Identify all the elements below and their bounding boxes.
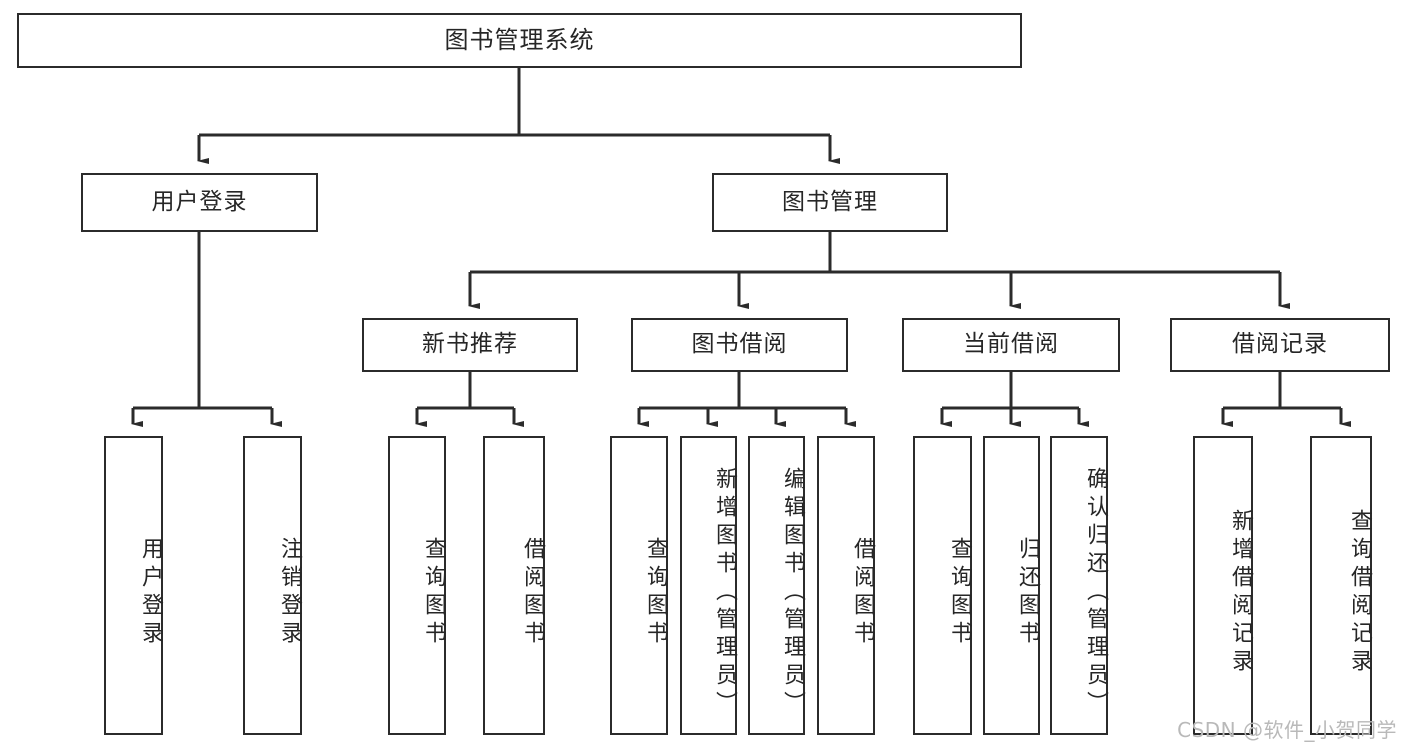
watermark: CSDN @软件_小贺同学 [1177,718,1397,742]
leaf-label: 注销登录 [277,536,302,649]
leaf-label: 借阅图书 [520,536,545,649]
leaf-add-book-admin[interactable]: 新增图书（管理员） [680,436,737,735]
leaf-label: 查询图书 [947,536,972,649]
leaf-logout[interactable]: 注销登录 [243,436,302,735]
leaf-confirm-return-admin[interactable]: 确认归还（管理员） [1050,436,1108,735]
leaf-label: 查询图书 [421,536,446,649]
leaf-label: 新增图书（管理员） [712,466,737,719]
node-book-borrow[interactable]: 图书借阅 [631,318,848,372]
leaf-edit-book-admin[interactable]: 编辑图书（管理员） [748,436,805,735]
node-root[interactable]: 图书管理系统 [17,13,1022,68]
leaf-borrow-books-rec[interactable]: 借阅图书 [483,436,545,735]
node-label: 用户登录 [151,188,248,215]
leaf-query-books-rec[interactable]: 查询图书 [388,436,446,735]
node-user-login[interactable]: 用户登录 [81,173,318,232]
leaf-label: 确认归还（管理员） [1083,466,1108,719]
leaf-add-borrow-record[interactable]: 新增借阅记录 [1193,436,1253,735]
leaf-label: 编辑图书（管理员） [780,466,805,719]
leaf-label: 用户登录 [138,536,163,649]
leaf-label: 借阅图书 [850,536,875,649]
leaf-query-books-current[interactable]: 查询图书 [913,436,972,735]
node-current-borrow[interactable]: 当前借阅 [902,318,1120,372]
leaf-label: 查询借阅记录 [1347,508,1372,677]
leaf-label: 归还图书 [1015,536,1040,649]
leaf-borrow-books[interactable]: 借阅图书 [817,436,875,735]
leaf-return-books[interactable]: 归还图书 [983,436,1040,735]
node-book-management[interactable]: 图书管理 [712,173,948,232]
leaf-user-login[interactable]: 用户登录 [104,436,163,735]
leaf-query-books-borrow[interactable]: 查询图书 [610,436,668,735]
node-new-book-recommendation[interactable]: 新书推荐 [362,318,578,372]
node-label: 借阅记录 [1232,331,1328,358]
node-label: 图书管理 [782,188,878,215]
node-root-label: 图书管理系统 [444,26,595,55]
node-label: 当前借阅 [963,331,1059,358]
leaf-label: 查询图书 [643,536,668,649]
leaf-query-borrow-record[interactable]: 查询借阅记录 [1310,436,1372,735]
node-label: 图书借阅 [691,331,788,358]
node-borrow-records[interactable]: 借阅记录 [1170,318,1390,372]
node-label: 新书推荐 [422,331,518,358]
leaf-label: 新增借阅记录 [1228,508,1253,677]
